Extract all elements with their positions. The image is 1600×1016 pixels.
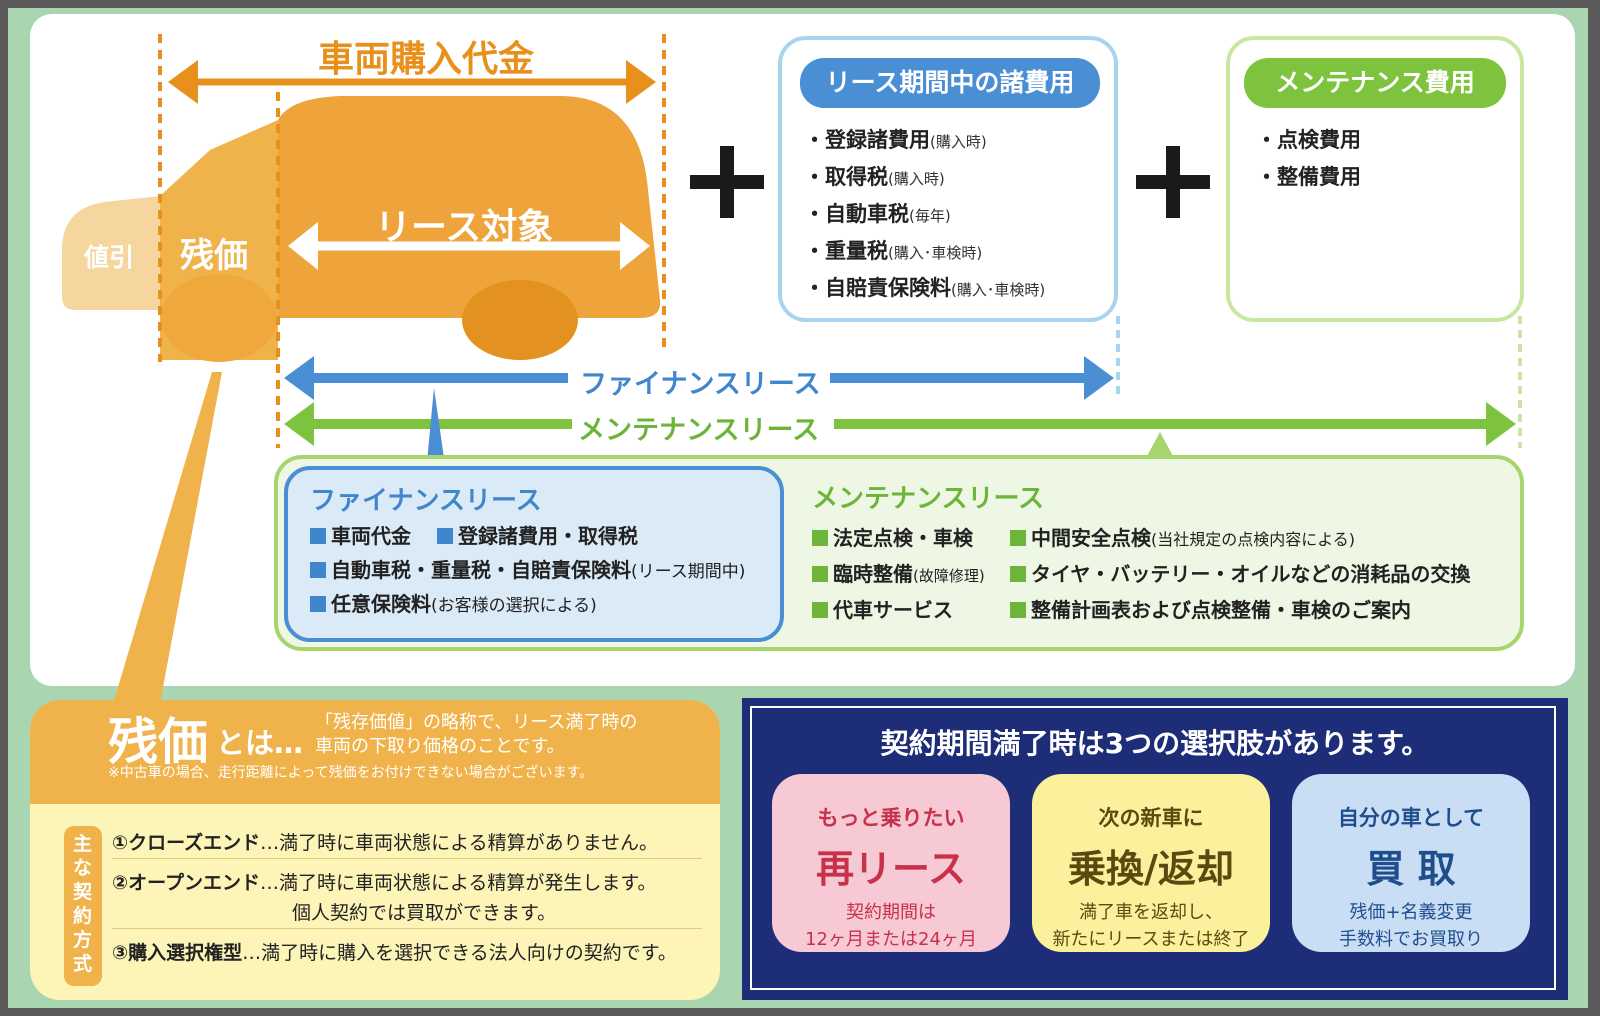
maint-pointer	[1146, 432, 1174, 458]
divider	[112, 928, 702, 929]
purchase-price-label: 車両購入代金	[318, 39, 535, 80]
options-inner-border	[750, 706, 1556, 990]
finance-box-title: ファイナンスリース	[310, 486, 542, 516]
residual-info-panel: 残価 とは… 「残存価値」の略称で、リース満了時の 車両の下取り価格のことです。…	[30, 700, 720, 1000]
discount-shape	[62, 196, 160, 310]
finance-row: 車両代金登録諸費用・取得税	[310, 520, 638, 549]
square-bullet	[812, 530, 828, 546]
options-panel: 契約期間満了時は3つの選択肢があります。 もっと乗りたい 再リース 契約期間は 1…	[742, 698, 1568, 1000]
option-sub2: 新たにリースまたは終了	[1052, 929, 1250, 950]
finance-lease-arrow-label: ファイナンスリース	[580, 369, 821, 400]
divider	[112, 858, 702, 859]
finance-lease-box: ファイナンスリース 車両代金登録諸費用・取得税 自動車税・重量税・自賠責保険料(…	[284, 466, 784, 642]
contract-methods-label: 主な契約方式	[73, 833, 93, 975]
method-row: ②オープンエンド…満了時に車両状態による精算が発生します。	[112, 872, 657, 894]
residual-desc-1: 「残存価値」の略称で、リース満了時の	[315, 712, 638, 733]
maintenance-costs-title: メンテナンス費用	[1244, 58, 1506, 108]
residual-wheel-shape	[161, 274, 277, 362]
lease-cost-item: ・取得税(購入時)	[804, 165, 945, 189]
square-bullet	[437, 528, 453, 544]
option-big: 乗換/返却	[1068, 847, 1234, 891]
car-wheel	[462, 280, 578, 360]
finance-row: 任意保険料(お客様の選択による)	[310, 588, 597, 617]
residual-pointer	[110, 372, 222, 714]
option-sub1: 満了車を返却し、	[1079, 902, 1223, 923]
square-bullet	[1010, 566, 1026, 582]
option-sub2: 12ヶ月または24ヶ月	[805, 929, 977, 950]
lease-costs-title: リース期間中の諸費用	[800, 58, 1100, 108]
square-bullet	[1010, 602, 1026, 618]
lease-cost-item: ・重量税(購入･車検時)	[804, 239, 983, 263]
maintenance-row: 代車サービス	[812, 594, 953, 623]
residual-towa: とは…	[216, 726, 304, 760]
residual-desc-2: 車両の下取り価格のことです。	[315, 736, 565, 757]
maintenance-row: 臨時整備(故障修理)	[812, 558, 985, 587]
maintenance-cost-item: ・点検費用	[1256, 128, 1361, 152]
car-body	[278, 96, 661, 318]
finance-row: 自動車税・重量税・自賠責保険料(リース期間中)	[310, 554, 745, 583]
square-bullet	[310, 562, 326, 578]
lease-cost-item: ・自賠責保険料(購入･車検時)	[804, 276, 1046, 300]
option-card-buyout: 自分の車として 買 取 残価+名義変更手数料でお買取り	[1292, 774, 1530, 952]
option-sub1: 残価+名義変更	[1349, 902, 1473, 923]
option-card-exchange: 次の新車に 乗換/返却 満了車を返却し、新たにリースまたは終了	[1032, 774, 1270, 952]
option-sub2: 手数料でお買取り	[1339, 929, 1483, 950]
maintenance-box-title: メンテナンスリース	[812, 484, 1045, 514]
maintenance-row: タイヤ・バッテリー・オイルなどの消耗品の交換	[1010, 558, 1470, 587]
finance-pointer	[426, 388, 446, 472]
residual-label: 残価	[180, 236, 248, 276]
lease-target-arrow-right	[620, 222, 650, 270]
maintenance-row: 法定点検・車検	[812, 522, 973, 551]
option-sub1: 契約期間は	[846, 902, 936, 923]
option-big: 買 取	[1366, 847, 1456, 891]
residual-info-header	[30, 700, 720, 804]
plus-2-v	[1166, 146, 1180, 218]
method-row-cont: 個人契約では買取ができます。	[292, 902, 557, 924]
lease-costs-box: リース期間中の諸費用 ・登録諸費用(購入時) ・取得税(購入時) ・自動車税(毎…	[778, 36, 1118, 322]
residual-big-label: 残価	[108, 713, 208, 771]
lease-target-label: リース対象	[375, 207, 554, 248]
option-line1: もっと乗りたい	[817, 806, 965, 830]
method-row: ①クローズエンド…満了時に車両状態による精算がありません。	[112, 832, 659, 854]
lease-cost-item: ・自動車税(毎年)	[804, 202, 951, 226]
maintenance-row: 中間安全点検(当社規定の点検内容による)	[1010, 522, 1355, 551]
option-line1: 次の新車に	[1098, 806, 1204, 830]
lease-cost-item: ・登録諸費用(購入時)	[804, 128, 987, 152]
lease-costs-list: ・登録諸費用(購入時) ・取得税(購入時) ・自動車税(毎年) ・重量税(購入･…	[804, 124, 1045, 309]
options-title: 契約期間満了時は3つの選択肢があります。	[880, 727, 1430, 760]
square-bullet	[310, 596, 326, 612]
maintenance-costs-box: メンテナンス費用 ・点検費用 ・整備費用	[1226, 36, 1524, 322]
option-big: 再リース	[815, 847, 967, 891]
maintenance-costs-list: ・点検費用 ・整備費用	[1256, 124, 1361, 198]
purchase-arrow-left	[168, 60, 198, 104]
square-bullet	[812, 566, 828, 582]
method-row: ③購入選択権型…満了時に購入を選択できる法人向けの契約です。	[112, 942, 677, 964]
finance-arrow-right-head	[1084, 356, 1114, 400]
maint-arrow-left-head	[284, 402, 314, 446]
option-line1: 自分の車として	[1337, 806, 1485, 830]
residual-note: ※中古車の場合、走行距離によって残価をお付けできない場合がございます。	[108, 765, 594, 781]
option-card-relese: もっと乗りたい 再リース 契約期間は 12ヶ月または24ヶ月	[772, 774, 1010, 952]
maintenance-cost-item: ・整備費用	[1256, 165, 1361, 189]
lease-target-arrow-left	[288, 222, 318, 270]
plus-1-v	[720, 146, 734, 218]
square-bullet	[1010, 530, 1026, 546]
discount-label: 値引	[84, 243, 135, 272]
maintenance-row: 整備計画表および点検整備・車検のご案内	[1010, 594, 1411, 623]
maint-arrow-right-head	[1486, 402, 1516, 446]
square-bullet	[310, 528, 326, 544]
maintenance-lease-arrow-label: メンテナンスリース	[578, 415, 820, 446]
contract-methods-tab: 主な契約方式	[64, 826, 102, 986]
finance-arrow-left-head	[284, 356, 314, 400]
purchase-arrow-right	[626, 60, 656, 104]
square-bullet	[812, 602, 828, 618]
